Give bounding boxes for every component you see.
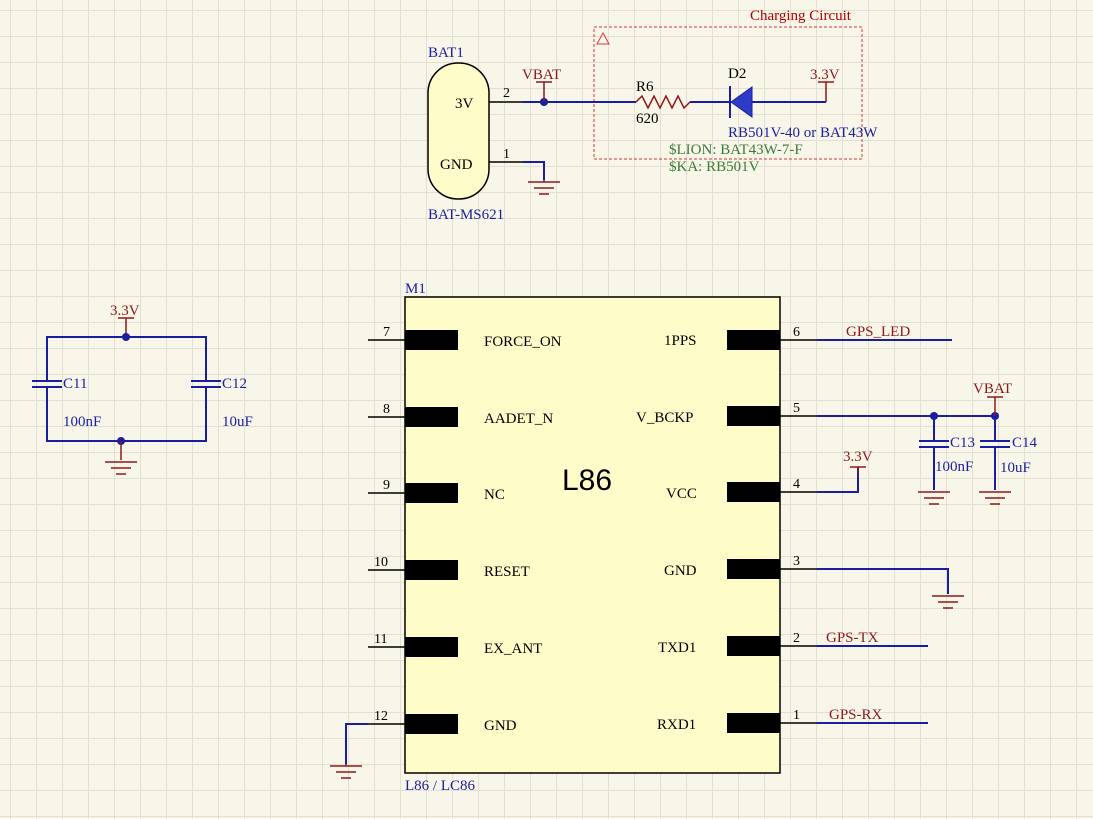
pin-name: EX_ANT — [484, 641, 542, 657]
pin-name: 1PPS — [664, 333, 697, 349]
right-pin-2: 2 TXD1 — [658, 631, 817, 656]
resistor-value: 620 — [636, 111, 659, 127]
pin-name: NC — [484, 487, 505, 503]
pin-name: RXD1 — [657, 717, 696, 733]
battery-part: BAT-MS621 — [428, 207, 504, 223]
right-pin-4: 4 VCC — [666, 477, 817, 502]
capacitor-c12 — [191, 380, 221, 388]
net-label-vbat: VBAT — [973, 381, 1012, 397]
c14-value: 10uF — [1000, 460, 1031, 476]
module-center-label: L86 — [562, 464, 612, 497]
pin-number: 8 — [383, 402, 390, 417]
pin-name: TXD1 — [658, 640, 696, 656]
capacitor-c14 — [980, 440, 1010, 448]
gps-module: M1 L86 L86 / LC86 7 FORCE_ON 8 AADET_N 9… — [368, 281, 817, 794]
net-gnd-pin3 — [817, 568, 964, 609]
pin-number: 4 — [793, 477, 800, 492]
c11-ref: C11 — [63, 376, 87, 392]
warning-triangle-icon — [596, 31, 610, 45]
pin-name: GND — [484, 718, 517, 734]
battery-body — [427, 62, 490, 200]
left-pin-7: 7 FORCE_ON — [368, 325, 562, 350]
net-label-vcc-3v3: 3.3V — [843, 449, 873, 465]
right-pin-5: 5 V_BCKP — [636, 401, 817, 426]
decoupling-top-wire — [46, 336, 207, 381]
ground-icon — [932, 595, 964, 609]
module-part: L86 / LC86 — [405, 778, 475, 794]
resistor-r6 — [635, 94, 691, 110]
battery-pin1-num: 1 — [503, 147, 510, 162]
right-pin-6: 6 1PPS — [664, 325, 817, 350]
pin-number: 10 — [374, 555, 388, 570]
c12-ref: C12 — [222, 376, 247, 392]
diode-ka-param: $KA: RB501V — [669, 159, 760, 175]
decoupling-top-junction — [122, 333, 130, 341]
pin12-gnd-net — [330, 723, 368, 779]
ground-icon — [105, 441, 137, 475]
ground-icon — [528, 180, 560, 195]
vbat-port-label: VBAT — [522, 67, 561, 83]
decoupling-block: 3.3V C11 100nF C12 10uF — [32, 303, 253, 475]
left-pin-9: 9 NC — [368, 478, 505, 503]
pin-name: AADET_N — [484, 411, 553, 427]
ground-icon — [918, 491, 950, 505]
c12-value: 10uF — [222, 414, 253, 430]
diode-lion-param: $LION: BAT43W-7-F — [669, 142, 803, 158]
pin-number: 1 — [793, 708, 800, 723]
net-label-gps-tx: GPS-TX — [826, 630, 879, 646]
net-vcc-3v3: 3.3V — [817, 449, 873, 493]
left-pin-11: 11 EX_ANT — [368, 632, 542, 657]
net-gps-tx: GPS-TX — [817, 630, 928, 647]
left-pin-8: 8 AADET_N — [368, 402, 553, 427]
pin-number: 3 — [793, 554, 800, 569]
pin-number: 2 — [793, 631, 800, 646]
net-gps-led: GPS_LED — [817, 324, 952, 341]
pin-number: 11 — [374, 632, 387, 647]
left-pin-12: 12 GND — [368, 709, 517, 734]
pin-name: GND — [664, 563, 697, 579]
decoupling-bottom-wire — [46, 387, 207, 442]
pin-number: 5 — [793, 401, 800, 416]
battery-ref: BAT1 — [428, 45, 464, 61]
charging-circuit-title: Charging Circuit — [750, 8, 852, 24]
c13-value: 100nF — [935, 459, 973, 475]
net-gps-rx: GPS-RX — [817, 707, 928, 724]
diode-ref: D2 — [728, 66, 746, 82]
battery-pin2-num: 2 — [503, 86, 510, 101]
capacitor-c13 — [919, 440, 949, 448]
battery-pin-3v-label: 3V — [455, 96, 474, 112]
diode-value: RB501V-40 or BAT43W — [728, 125, 878, 141]
battery-gnd-wire — [523, 161, 545, 180]
battery-pin-gnd-label: GND — [440, 157, 473, 173]
c14-ref: C14 — [1012, 435, 1038, 451]
net-label-gps-rx: GPS-RX — [829, 707, 883, 723]
decoupling-3v3-label: 3.3V — [110, 303, 140, 319]
pin-number: 12 — [374, 709, 388, 724]
left-pin-10: 10 RESET — [368, 555, 530, 580]
c11-value: 100nF — [63, 414, 101, 430]
right-pin-1: 1 RXD1 — [657, 708, 817, 733]
right-pin-3: 3 GND — [664, 554, 817, 579]
c13-ref: C13 — [950, 435, 975, 451]
resistor-ref: R6 — [636, 79, 654, 95]
capacitor-c11 — [32, 380, 62, 388]
pin-number: 7 — [383, 325, 390, 340]
charge-3v3-label: 3.3V — [810, 67, 840, 83]
ground-icon — [979, 491, 1011, 505]
diode-d2 — [730, 86, 753, 118]
module-body — [404, 296, 781, 774]
pin-number: 9 — [383, 478, 390, 493]
ground-icon — [330, 764, 362, 779]
net-label-gps-led: GPS_LED — [846, 324, 910, 340]
pin-name: RESET — [484, 564, 530, 580]
charging-circuit: Charging Circuit BAT1 3V GND BAT-MS621 2… — [427, 8, 878, 223]
pin-name: FORCE_ON — [484, 334, 562, 350]
pin-name: V_BCKP — [636, 410, 694, 426]
pin-number: 6 — [793, 325, 800, 340]
net-vbat-backup: VBAT C13 100nF C14 10uF — [817, 381, 1038, 505]
pin-name: VCC — [666, 486, 697, 502]
module-ref: M1 — [405, 281, 426, 297]
